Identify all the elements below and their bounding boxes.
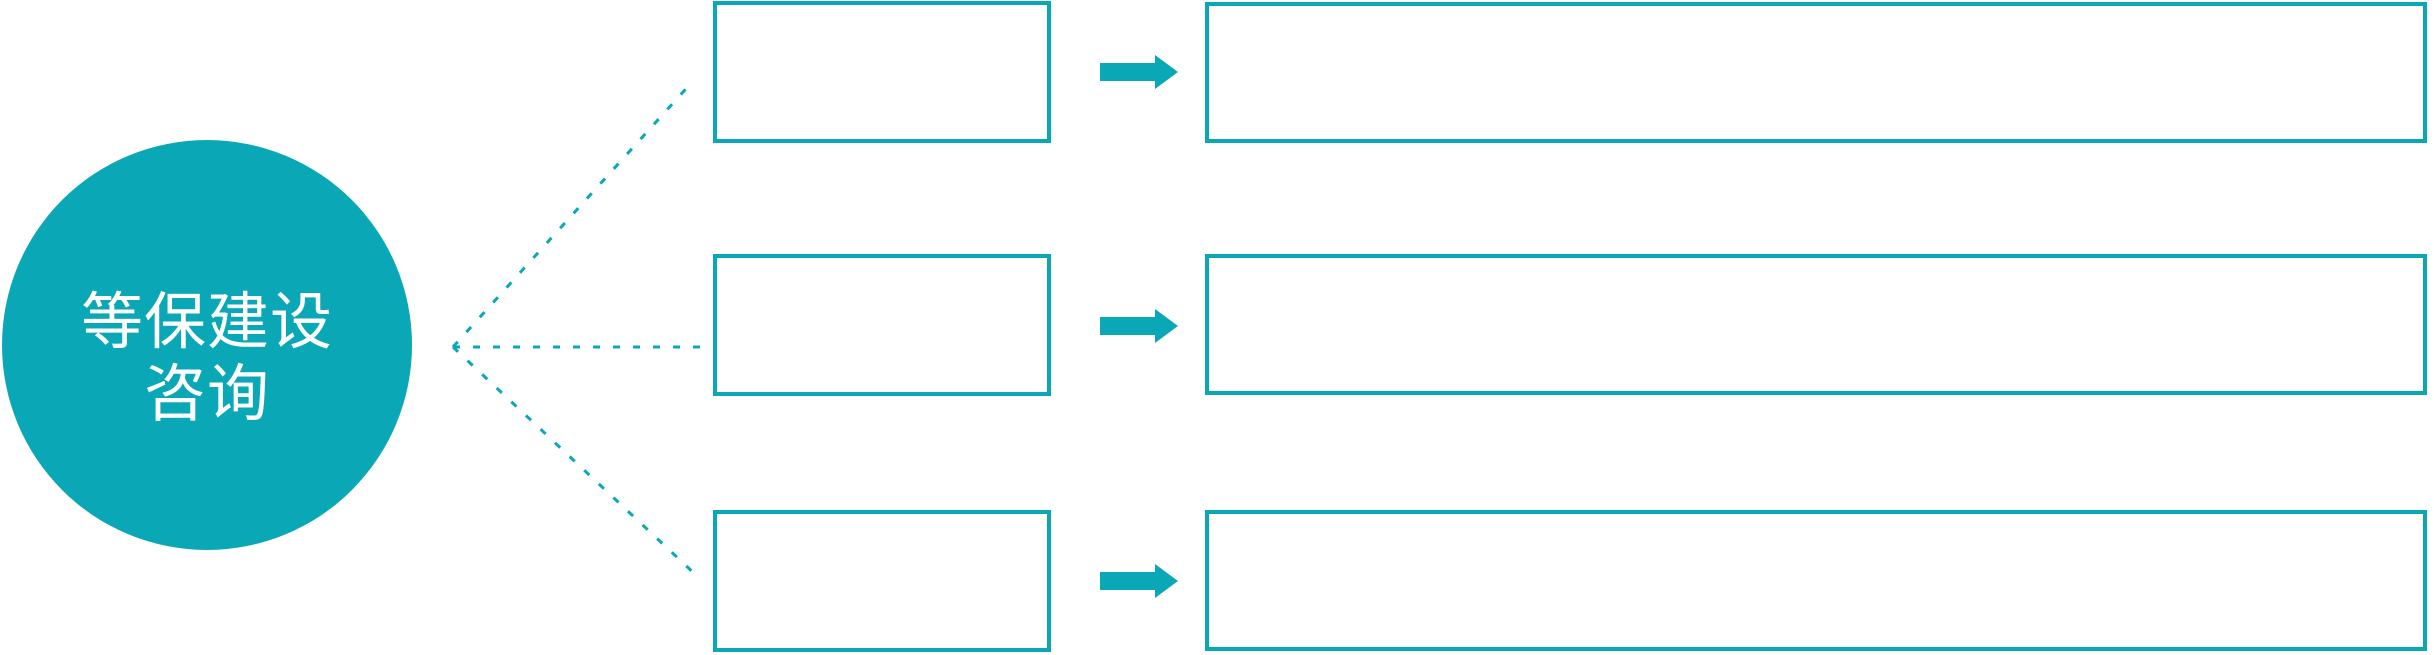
detail-box-2 [1205,254,2427,395]
detail-box-1-label [1209,6,2423,139]
category-box-1 [713,1,1051,143]
hub-label-line-2: 咨询 [143,360,270,429]
right-arrow-icon [1100,55,1178,89]
right-arrow-icon [1100,564,1178,598]
dotted-connector-bottom-icon [451,345,699,578]
category-box-2-label [717,258,1047,392]
category-box-3-label [717,514,1047,648]
detail-box-1 [1205,2,2427,143]
hub-circle: 等保建设 咨询 [2,140,412,550]
category-box-2 [713,254,1051,396]
right-arrow-icon [1100,309,1178,343]
dotted-connector-top-icon [451,79,695,349]
detail-box-3-label [1209,514,2423,647]
detail-box-2-label [1209,258,2423,391]
category-box-3 [713,510,1051,652]
hub-label-line-1: 等保建设 [80,288,333,357]
category-box-1-label [717,5,1047,139]
detail-box-3 [1205,510,2427,651]
